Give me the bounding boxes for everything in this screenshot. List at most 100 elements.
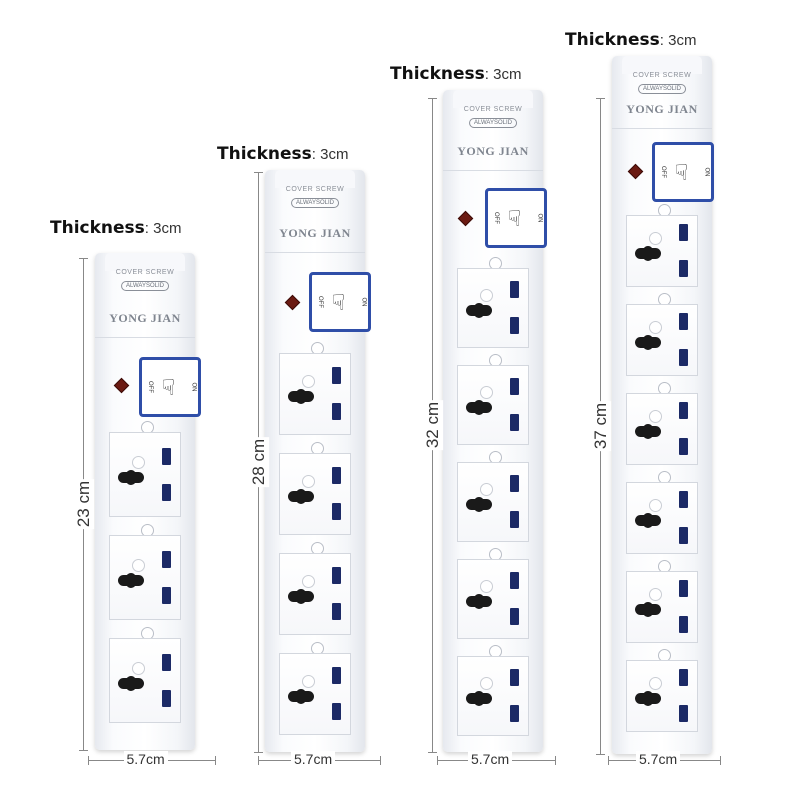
- round-pin-slot: [118, 572, 144, 588]
- power-switch[interactable]: OFF ON ☞: [485, 188, 547, 248]
- thickness-value: 3cm: [320, 146, 349, 163]
- hand-switch-icon: ☞: [325, 292, 351, 312]
- height-label: 28 cm: [249, 436, 270, 488]
- socket-outlet: [457, 365, 529, 445]
- flat-pin-slot-top: [510, 281, 519, 298]
- socket-outlet: [109, 638, 181, 723]
- flat-pin-slot-top: [510, 378, 519, 395]
- flat-pin-slot-top: [510, 669, 519, 686]
- earth-hole: [480, 386, 493, 399]
- cap-tab: [453, 90, 533, 108]
- round-pin-slot: [118, 675, 144, 691]
- socket-outlet: [626, 393, 698, 465]
- thickness-label: Thickness: [390, 64, 485, 84]
- width-label: 5.7cm: [636, 751, 681, 767]
- earth-hole: [132, 661, 145, 675]
- power-strip: COVER SCREW ALWAYSOLID YONG JIAN OFF ON ☞: [443, 90, 547, 752]
- flat-pin-slot-bottom: [679, 438, 688, 455]
- round-pin-slot: [635, 602, 661, 617]
- cover-screw-text: COVER SCREW: [463, 106, 523, 113]
- cover-screw-text: COVER SCREW: [115, 269, 175, 276]
- flat-pin-slot-bottom: [332, 703, 341, 720]
- flat-pin-slot-top: [332, 567, 341, 584]
- width-label: 5.7cm: [468, 751, 513, 767]
- thickness-label: Thickness: [217, 144, 312, 164]
- thickness-value: 3cm: [668, 32, 697, 49]
- brand-name: YONG JIAN: [457, 144, 529, 158]
- height-label: 32 cm: [423, 399, 444, 451]
- earth-hole: [302, 675, 315, 688]
- round-pin-slot: [635, 691, 661, 706]
- flat-pin-slot-top: [679, 669, 688, 686]
- earth-hole: [302, 375, 315, 388]
- flat-pin-slot-top: [679, 313, 688, 330]
- round-pin-slot: [635, 513, 661, 528]
- socket-outlet: [279, 453, 351, 535]
- thickness-caption: Thickness: 3cm: [390, 64, 521, 84]
- thickness-value: 3cm: [153, 220, 182, 237]
- round-pin-slot: [288, 489, 314, 504]
- flat-pin-slot-bottom: [679, 349, 688, 366]
- round-pin-slot: [466, 497, 492, 512]
- switch-off-label: OFF: [493, 212, 499, 224]
- earth-hole: [649, 410, 662, 423]
- height-dimension-tick-top: [79, 258, 88, 259]
- thickness-colon: :: [484, 66, 494, 83]
- switch-off-label: OFF: [147, 381, 153, 393]
- flat-pin-slot-bottom: [510, 317, 519, 334]
- hand-switch-icon: ☞: [668, 162, 694, 182]
- flat-pin-slot-top: [679, 224, 688, 241]
- always-solid-stamp: ALWAYSOLID: [121, 281, 169, 291]
- switch-on-label: ON: [190, 382, 197, 392]
- socket-outlet: [457, 656, 529, 736]
- height-dimension-tick-bottom: [596, 754, 605, 755]
- thickness-caption: Thickness: 3cm: [565, 30, 696, 50]
- earth-hole: [302, 475, 315, 488]
- socket-outlet: [457, 462, 529, 542]
- flat-pin-slot-top: [332, 467, 341, 484]
- height-dimension-tick-bottom: [79, 750, 88, 751]
- width-dimension-tick-left: [608, 756, 609, 765]
- switch-on-label: ON: [360, 297, 367, 307]
- socket-outlet: [279, 653, 351, 735]
- flat-pin-slot-top: [162, 550, 171, 568]
- earth-hole: [649, 677, 662, 690]
- socket-outlet: [626, 660, 698, 732]
- earth-hole: [480, 289, 493, 302]
- flat-pin-slot-top: [510, 475, 519, 492]
- earth-hole: [480, 677, 493, 690]
- width-dimension-tick-left: [88, 756, 89, 765]
- round-pin-slot: [466, 594, 492, 609]
- always-solid-stamp: ALWAYSOLID: [469, 118, 517, 128]
- flat-pin-slot-top: [679, 580, 688, 597]
- width-dimension-tick-right: [555, 756, 556, 765]
- width-dimension-tick-right: [720, 756, 721, 765]
- earth-hole: [302, 575, 315, 588]
- flat-pin-slot-top: [332, 667, 341, 684]
- earth-hole: [649, 232, 662, 245]
- cap-tab: [105, 253, 185, 271]
- flat-pin-slot-bottom: [162, 689, 171, 707]
- height-dimension-tick-top: [428, 98, 437, 99]
- round-pin-slot: [466, 691, 492, 706]
- brand-name: YONG JIAN: [109, 311, 181, 325]
- thickness-colon: :: [144, 220, 154, 237]
- round-pin-slot: [288, 689, 314, 704]
- thickness-label: Thickness: [50, 218, 145, 238]
- thickness-caption: Thickness: 3cm: [50, 218, 181, 238]
- switch-on-label: ON: [536, 213, 543, 223]
- thickness-value: 3cm: [493, 66, 522, 83]
- round-pin-slot: [288, 589, 314, 604]
- strip-cap: COVER SCREW ALWAYSOLID YONG JIAN: [95, 253, 195, 338]
- width-dimension-tick-left: [258, 756, 259, 765]
- height-label: 37 cm: [591, 400, 612, 452]
- flat-pin-slot-top: [162, 653, 171, 671]
- always-solid-stamp: ALWAYSOLID: [638, 84, 686, 94]
- hand-switch-icon: ☞: [501, 208, 527, 228]
- height-dimension-tick-bottom: [254, 752, 263, 753]
